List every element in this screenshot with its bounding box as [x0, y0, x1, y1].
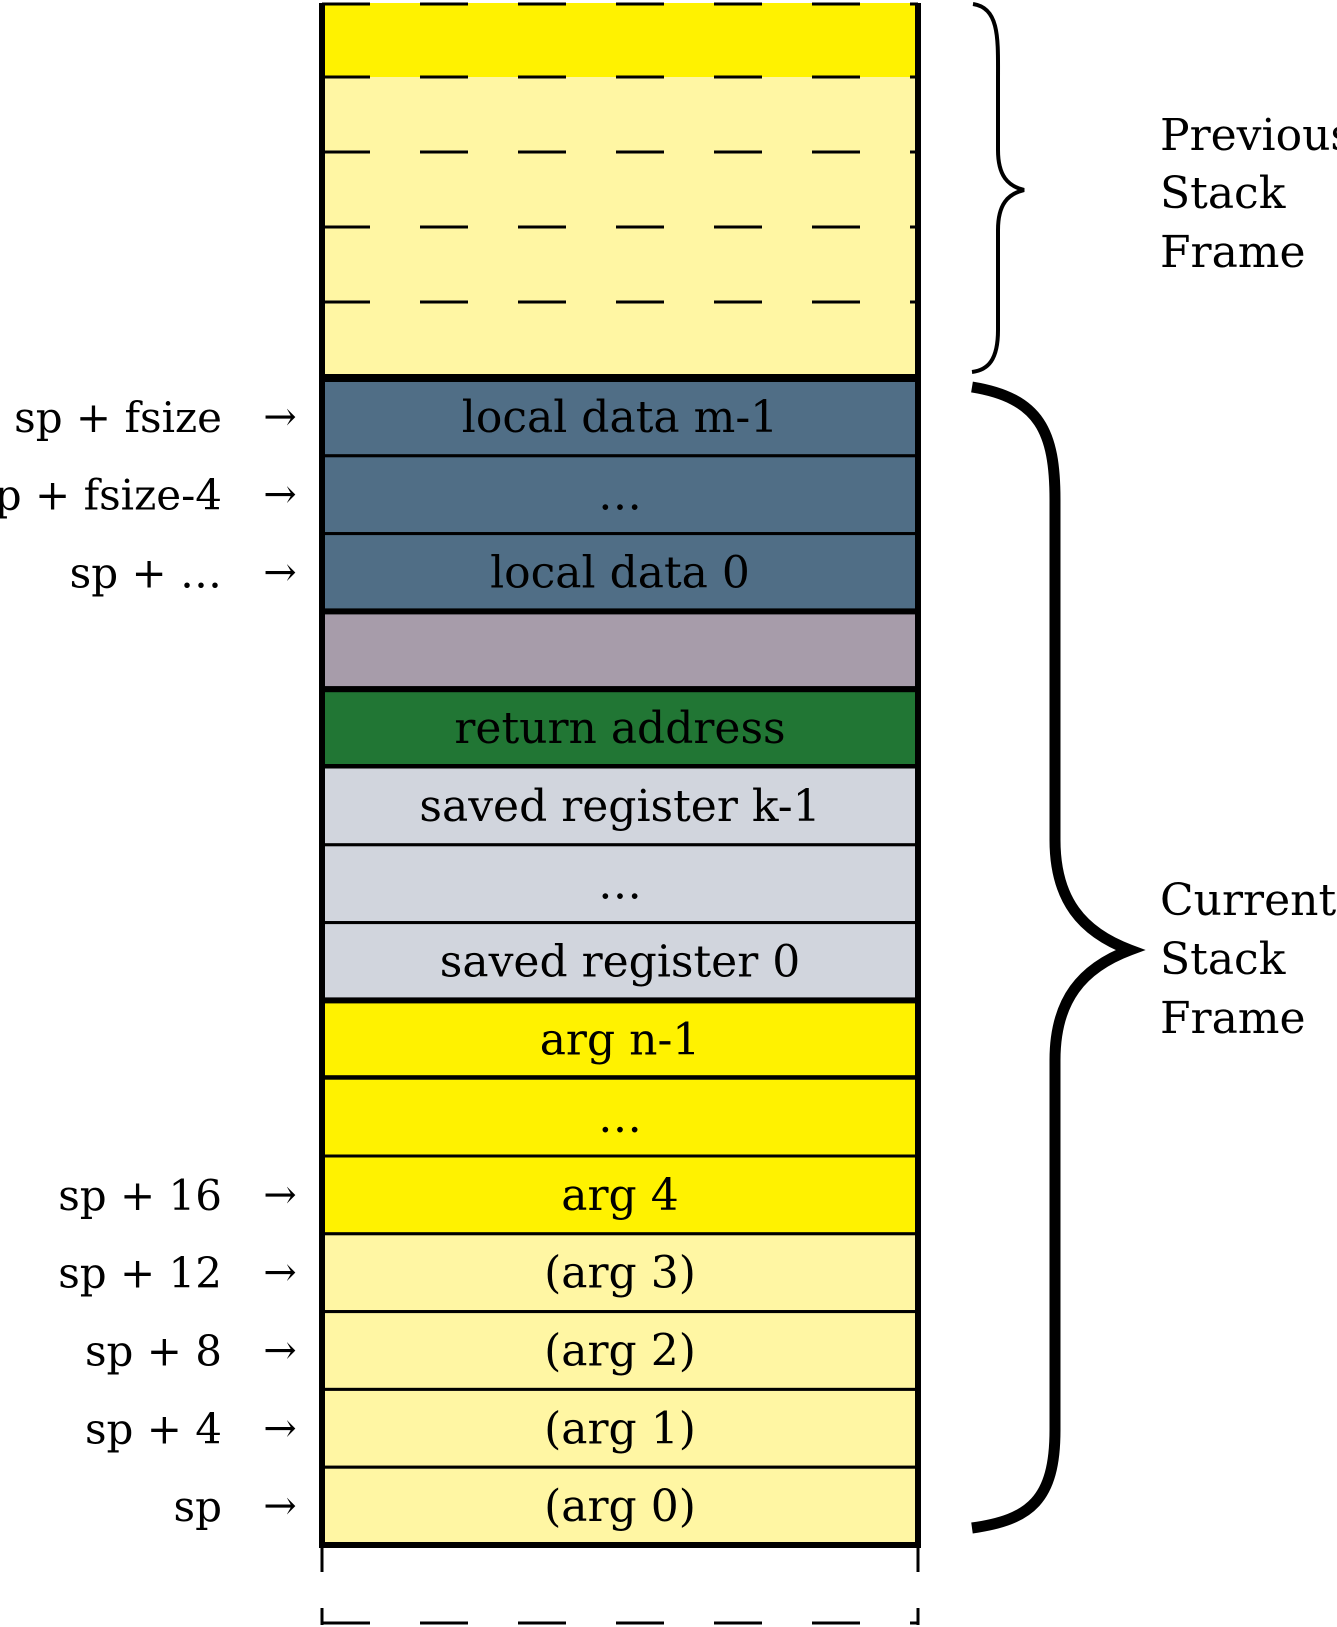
stack-cell — [320, 921, 920, 1002]
stack-cell — [320, 1310, 920, 1391]
current-frame-label-line: Stack — [1160, 934, 1286, 985]
sp-offset-label: sp + 8 — [85, 1327, 222, 1376]
sp-offset-label: sp + fsize — [14, 393, 222, 442]
previous-stack-frame — [319, 2, 921, 378]
sp-offset-label: sp + 4 — [85, 1404, 222, 1453]
stack-cell-label: (arg 2) — [544, 1326, 696, 1377]
stack-cell-label: local data m-1 — [462, 392, 778, 443]
stack-cell-label: … — [598, 859, 642, 910]
stack-cell-label: return address — [454, 703, 785, 754]
stack-cell — [320, 1387, 920, 1469]
sp-offset-labels: sp + fsize → sp + fsize-4 → sp + … → sp + 16 → s… — [0, 393, 297, 1531]
stack-cell-label: saved register 0 — [440, 937, 801, 988]
sp-offset-label: sp + … — [70, 549, 222, 598]
previous-frame-top-band — [322, 3, 918, 77]
stack-cell-label: … — [598, 1092, 642, 1143]
pointer-arrow-icon: → — [263, 1250, 297, 1296]
stack-cell — [320, 1076, 920, 1158]
stack-cell — [320, 1465, 920, 1547]
pointer-arrow-icon: → — [263, 1172, 297, 1218]
stack-cell — [319, 608, 921, 693]
stack-cell-label: arg 4 — [561, 1170, 678, 1221]
stack-cell-label: … — [598, 470, 642, 521]
stack-cell-label: (arg 1) — [544, 1403, 696, 1454]
current-frame-brace-icon — [971, 381, 1146, 1534]
pointer-arrow-icon: → — [263, 394, 297, 440]
pointer-arrow-icon: → — [263, 1405, 297, 1451]
sp-offset-label: sp + fsize-4 — [0, 471, 222, 520]
stack-cell-label: arg n-1 — [540, 1014, 701, 1065]
stack-cell-label: (arg 3) — [544, 1248, 696, 1299]
stack-cell-label: saved register k-1 — [419, 781, 820, 832]
stack-cell-label: local data 0 — [490, 548, 750, 599]
pointer-arrow-icon: → — [263, 550, 297, 596]
next-frame-continuation — [320, 1548, 920, 1625]
previous-frame-label: Previous Stack Frame — [1160, 110, 1337, 278]
previous-frame-label-line: Previous — [1160, 110, 1337, 161]
previous-frame-label-line: Frame — [1160, 227, 1306, 278]
current-frame-label-line: Current — [1160, 875, 1336, 926]
sp-offset-label: sp + 12 — [58, 1249, 222, 1298]
previous-frame-brace-icon — [971, 2, 1025, 374]
previous-frame-label-line: Stack — [1160, 168, 1286, 219]
pointer-arrow-icon: → — [263, 1328, 297, 1374]
current-frame-label-line: Frame — [1160, 993, 1306, 1044]
pointer-arrow-icon: → — [263, 1483, 297, 1529]
current-stack-frame-cells: local data m-1 … local data 0 return addres… — [319, 376, 921, 1547]
sp-offset-label: sp — [174, 1482, 222, 1531]
current-frame-label: Current Stack Frame — [1160, 875, 1337, 1044]
pointer-arrow-icon: → — [263, 472, 297, 518]
stack-cell-label: (arg 0) — [544, 1481, 696, 1532]
sp-offset-label: sp + 16 — [58, 1171, 222, 1220]
